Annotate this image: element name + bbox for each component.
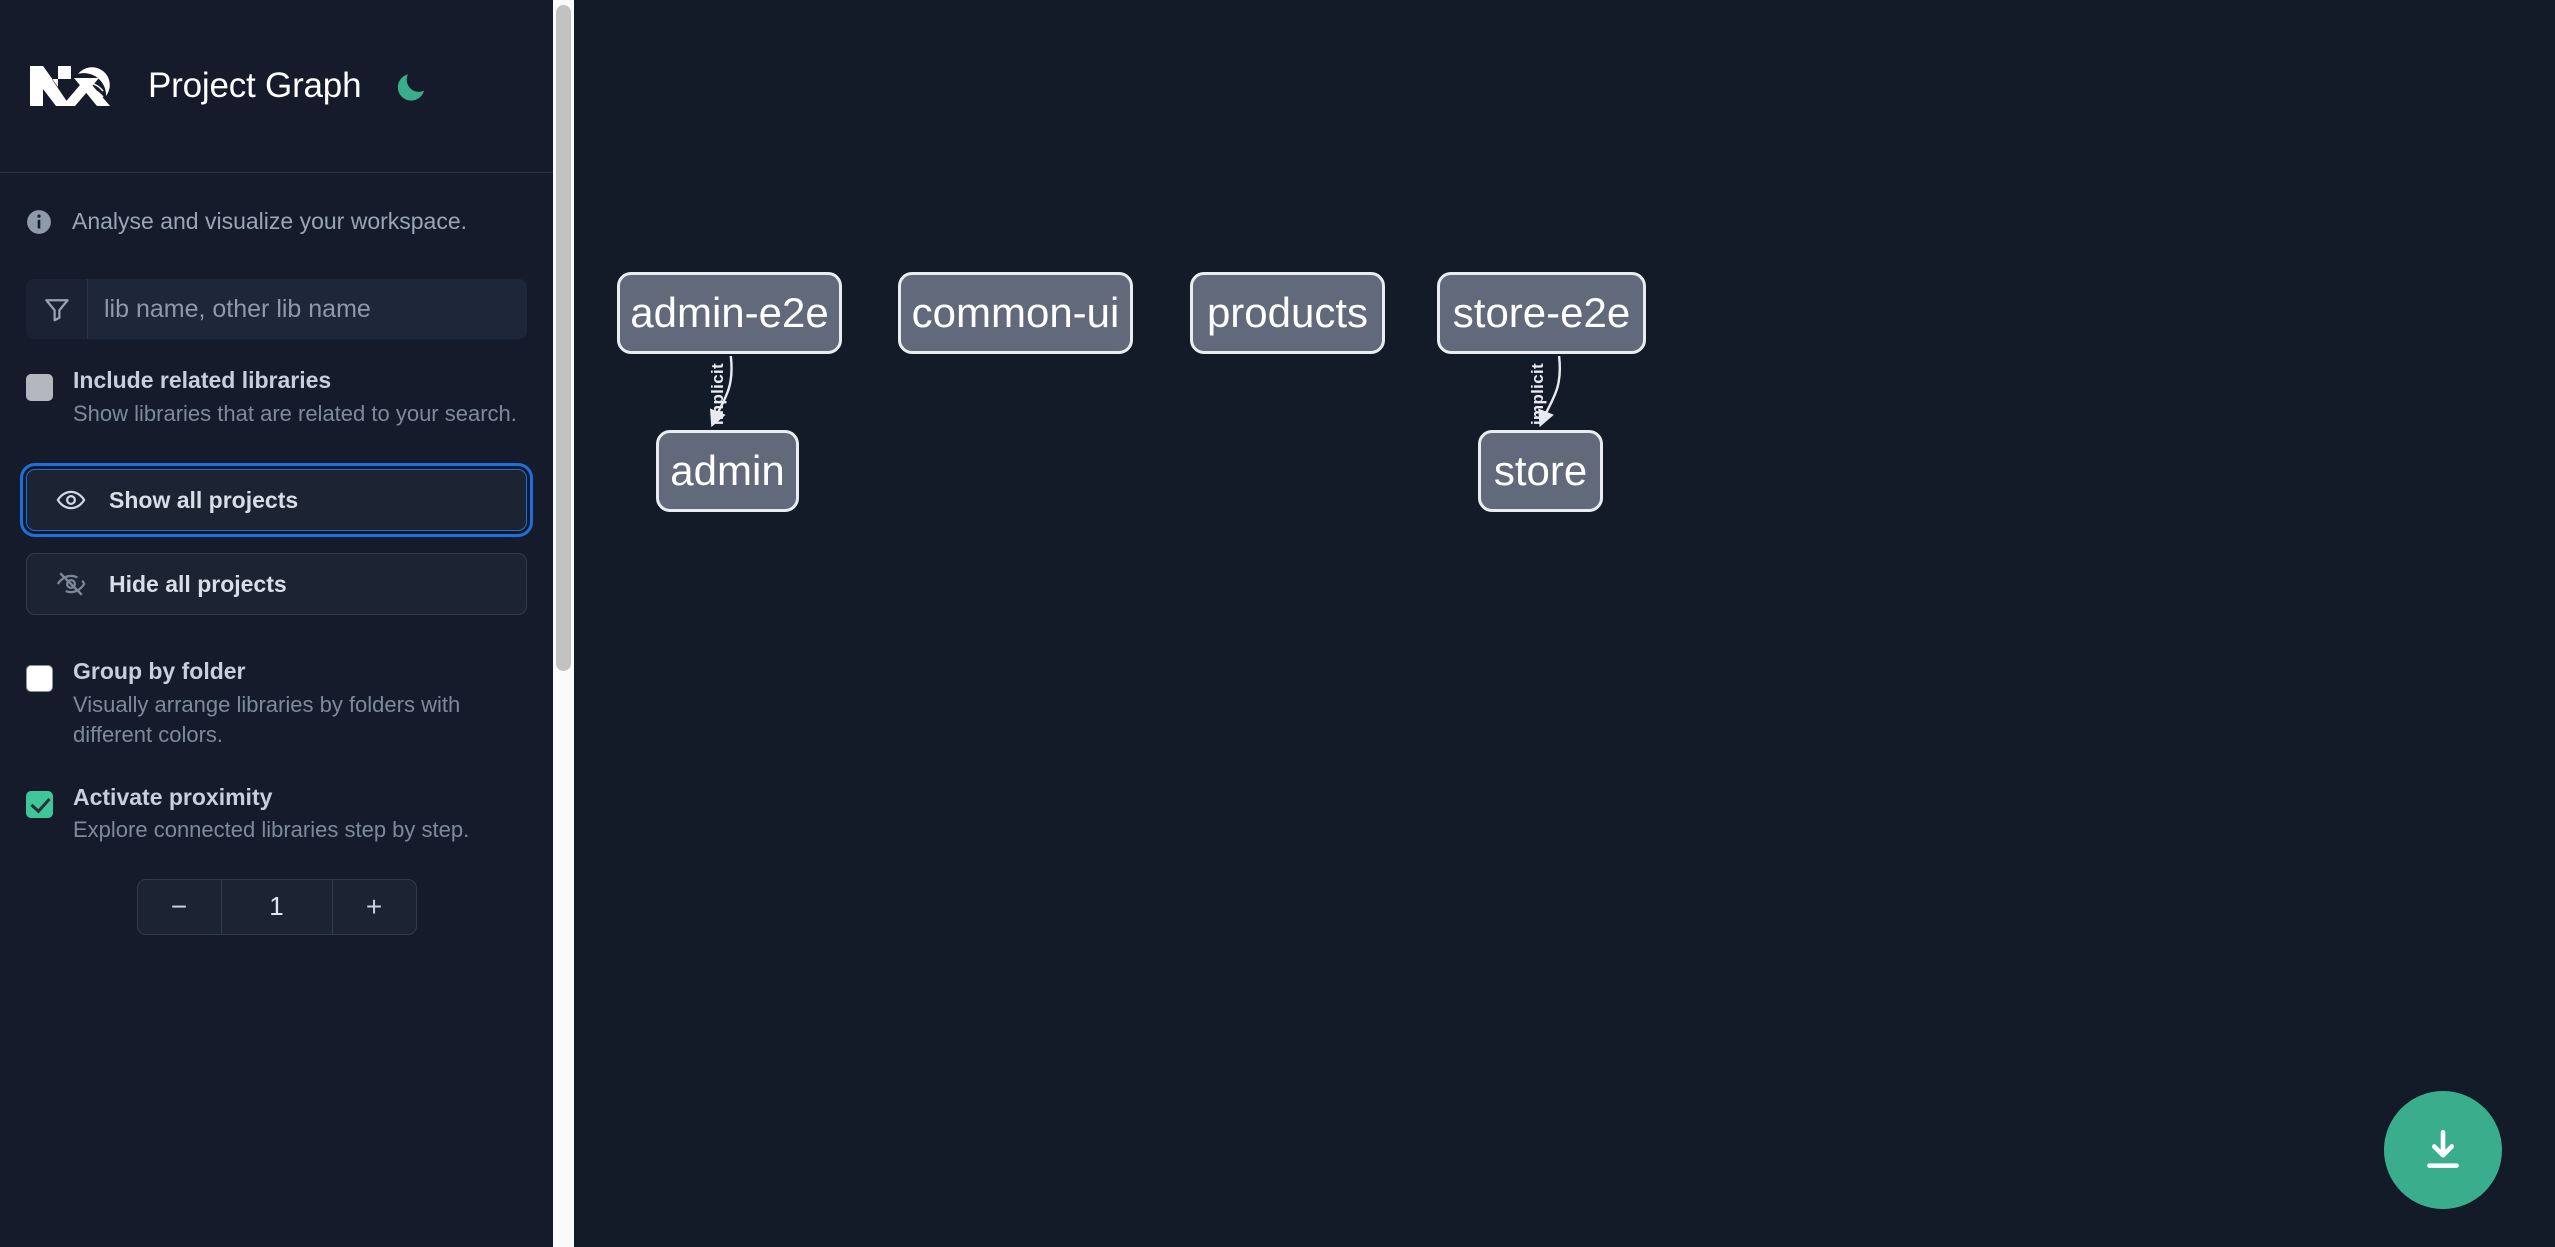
moon-icon-glyph [398,74,425,101]
option-group-by-folder[interactable]: Group by folder Visually arrange librari… [26,657,527,750]
info-circle-icon [27,209,51,234]
eye-icon [55,484,87,516]
option-texts: Group by folder Visually arrange librari… [73,657,523,750]
sidebar: Project Graph Analyse and visualize your… [0,0,553,1247]
edge-label-store-implicit: implicit [1527,363,1547,425]
filter-funnel-icon [26,279,88,339]
proximity-value: 1 [269,891,284,922]
graph-node-admin-e2e[interactable]: admin-e2e [617,272,842,354]
graph-node-common-ui[interactable]: common-ui [898,272,1133,354]
graph-edges-layer [709,355,1562,428]
eye-off-icon-glyph [56,572,86,596]
checkbox-group-by-folder[interactable] [26,665,53,693]
graph-canvas[interactable]: admin-e2e common-ui products store-e2e a… [553,0,2555,1247]
proximity-stepper-wrapper: − 1 + [26,878,527,935]
option-description: Show libraries that are related to your … [73,400,517,426]
option-label: Group by folder [73,658,246,685]
graph-node-admin[interactable]: admin [656,430,799,512]
option-activate-proximity[interactable]: Activate proximity Explore connected lib… [26,783,527,846]
edge-admin-e2e-to-admin [709,355,733,428]
sidebar-scrollbar-track[interactable] [553,0,574,1247]
option-label: Include related libraries [73,367,332,393]
graph-node-store[interactable]: store [1478,430,1603,512]
proximity-stepper: − 1 + [136,878,417,935]
info-row: Analyse and visualize your workspace. [0,184,553,259]
graph-node-store-e2e[interactable]: store-e2e [1437,272,1646,354]
info-text: Analyse and visualize your workspace. [72,208,468,234]
edge-store-e2e-to-store [1538,355,1562,428]
option-texts: Activate proximity Explore connected lib… [73,783,469,846]
proximity-decrement-button[interactable]: − [137,879,222,934]
moon-icon[interactable] [391,65,433,107]
eye-icon-glyph [56,490,86,510]
search-field-wrapper[interactable] [26,279,527,339]
option-label: Activate proximity [73,783,273,810]
hide-all-projects-label: Hide all projects [109,570,287,597]
filter-funnel-icon-glyph [44,299,69,322]
download-arrow-icon [2427,1130,2459,1168]
sidebar-body: Include related libraries Show libraries… [0,279,553,935]
option-description: Visually arrange libraries by folders wi… [73,691,461,748]
checkbox-activate-proximity[interactable] [26,790,53,818]
eye-off-icon [55,568,87,600]
show-all-projects-button[interactable]: Show all projects [20,463,533,538]
sidebar-scrollbar-thumb[interactable] [556,5,571,671]
option-description: Explore connected libraries step by step… [73,817,470,843]
hide-all-projects-button[interactable]: Hide all projects [26,553,527,616]
edge-label-admin-implicit: implicit [707,363,727,425]
option-include-related-libraries[interactable]: Include related libraries Show libraries… [26,366,527,429]
search-input[interactable] [88,279,527,339]
page-title: Project Graph [148,66,362,105]
proximity-increment-button[interactable]: + [331,879,416,934]
show-all-projects-label: Show all projects [109,486,299,513]
graph-node-products[interactable]: products [1190,272,1385,354]
download-image-button[interactable] [2384,1091,2502,1209]
sidebar-header: Project Graph [0,0,553,173]
nx-logo-icon [30,66,110,106]
checkbox-include-related-libraries[interactable] [26,374,53,401]
option-texts: Include related libraries Show libraries… [73,366,517,429]
